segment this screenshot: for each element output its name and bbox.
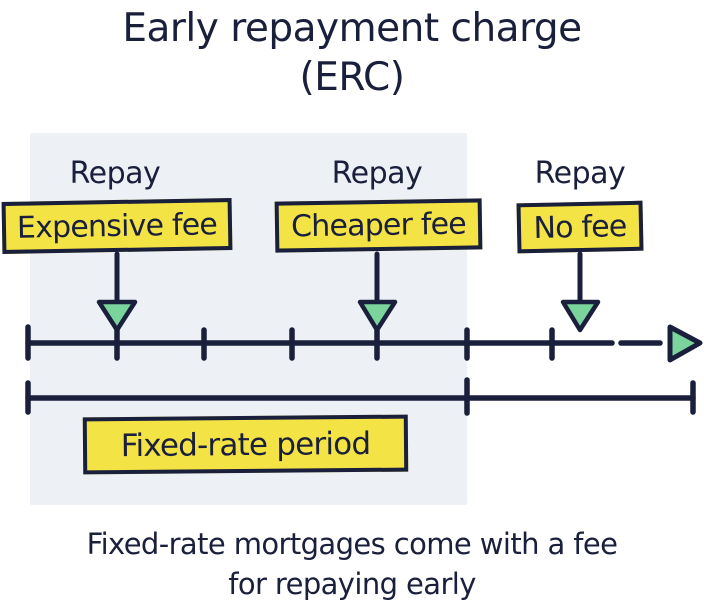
right-arrow-icon	[667, 324, 703, 363]
repay-label-expensive: Repay	[69, 156, 161, 191]
fee-box-nofee: No fee	[516, 200, 644, 254]
title-line-1: Early repayment charge	[122, 6, 582, 51]
caption-line-2: for repaying early	[228, 567, 476, 601]
page-title: Early repayment charge (ERC)	[0, 4, 704, 102]
repay-label-nofee: Repay	[534, 156, 626, 191]
caption-line-1: Fixed-rate mortgages come with a fee	[86, 527, 618, 561]
repay-label-cheaper: Repay	[331, 156, 423, 191]
fixed-rate-period-box: Fixed-rate period	[82, 414, 409, 475]
title-line-2: (ERC)	[299, 55, 405, 100]
fee-box-cheaper: Cheaper fee	[274, 198, 483, 253]
down-arrow-icon	[560, 251, 601, 333]
caption: Fixed-rate mortgages come with a fee for…	[0, 524, 704, 604]
fee-box-expensive: Expensive fee	[1, 197, 233, 255]
